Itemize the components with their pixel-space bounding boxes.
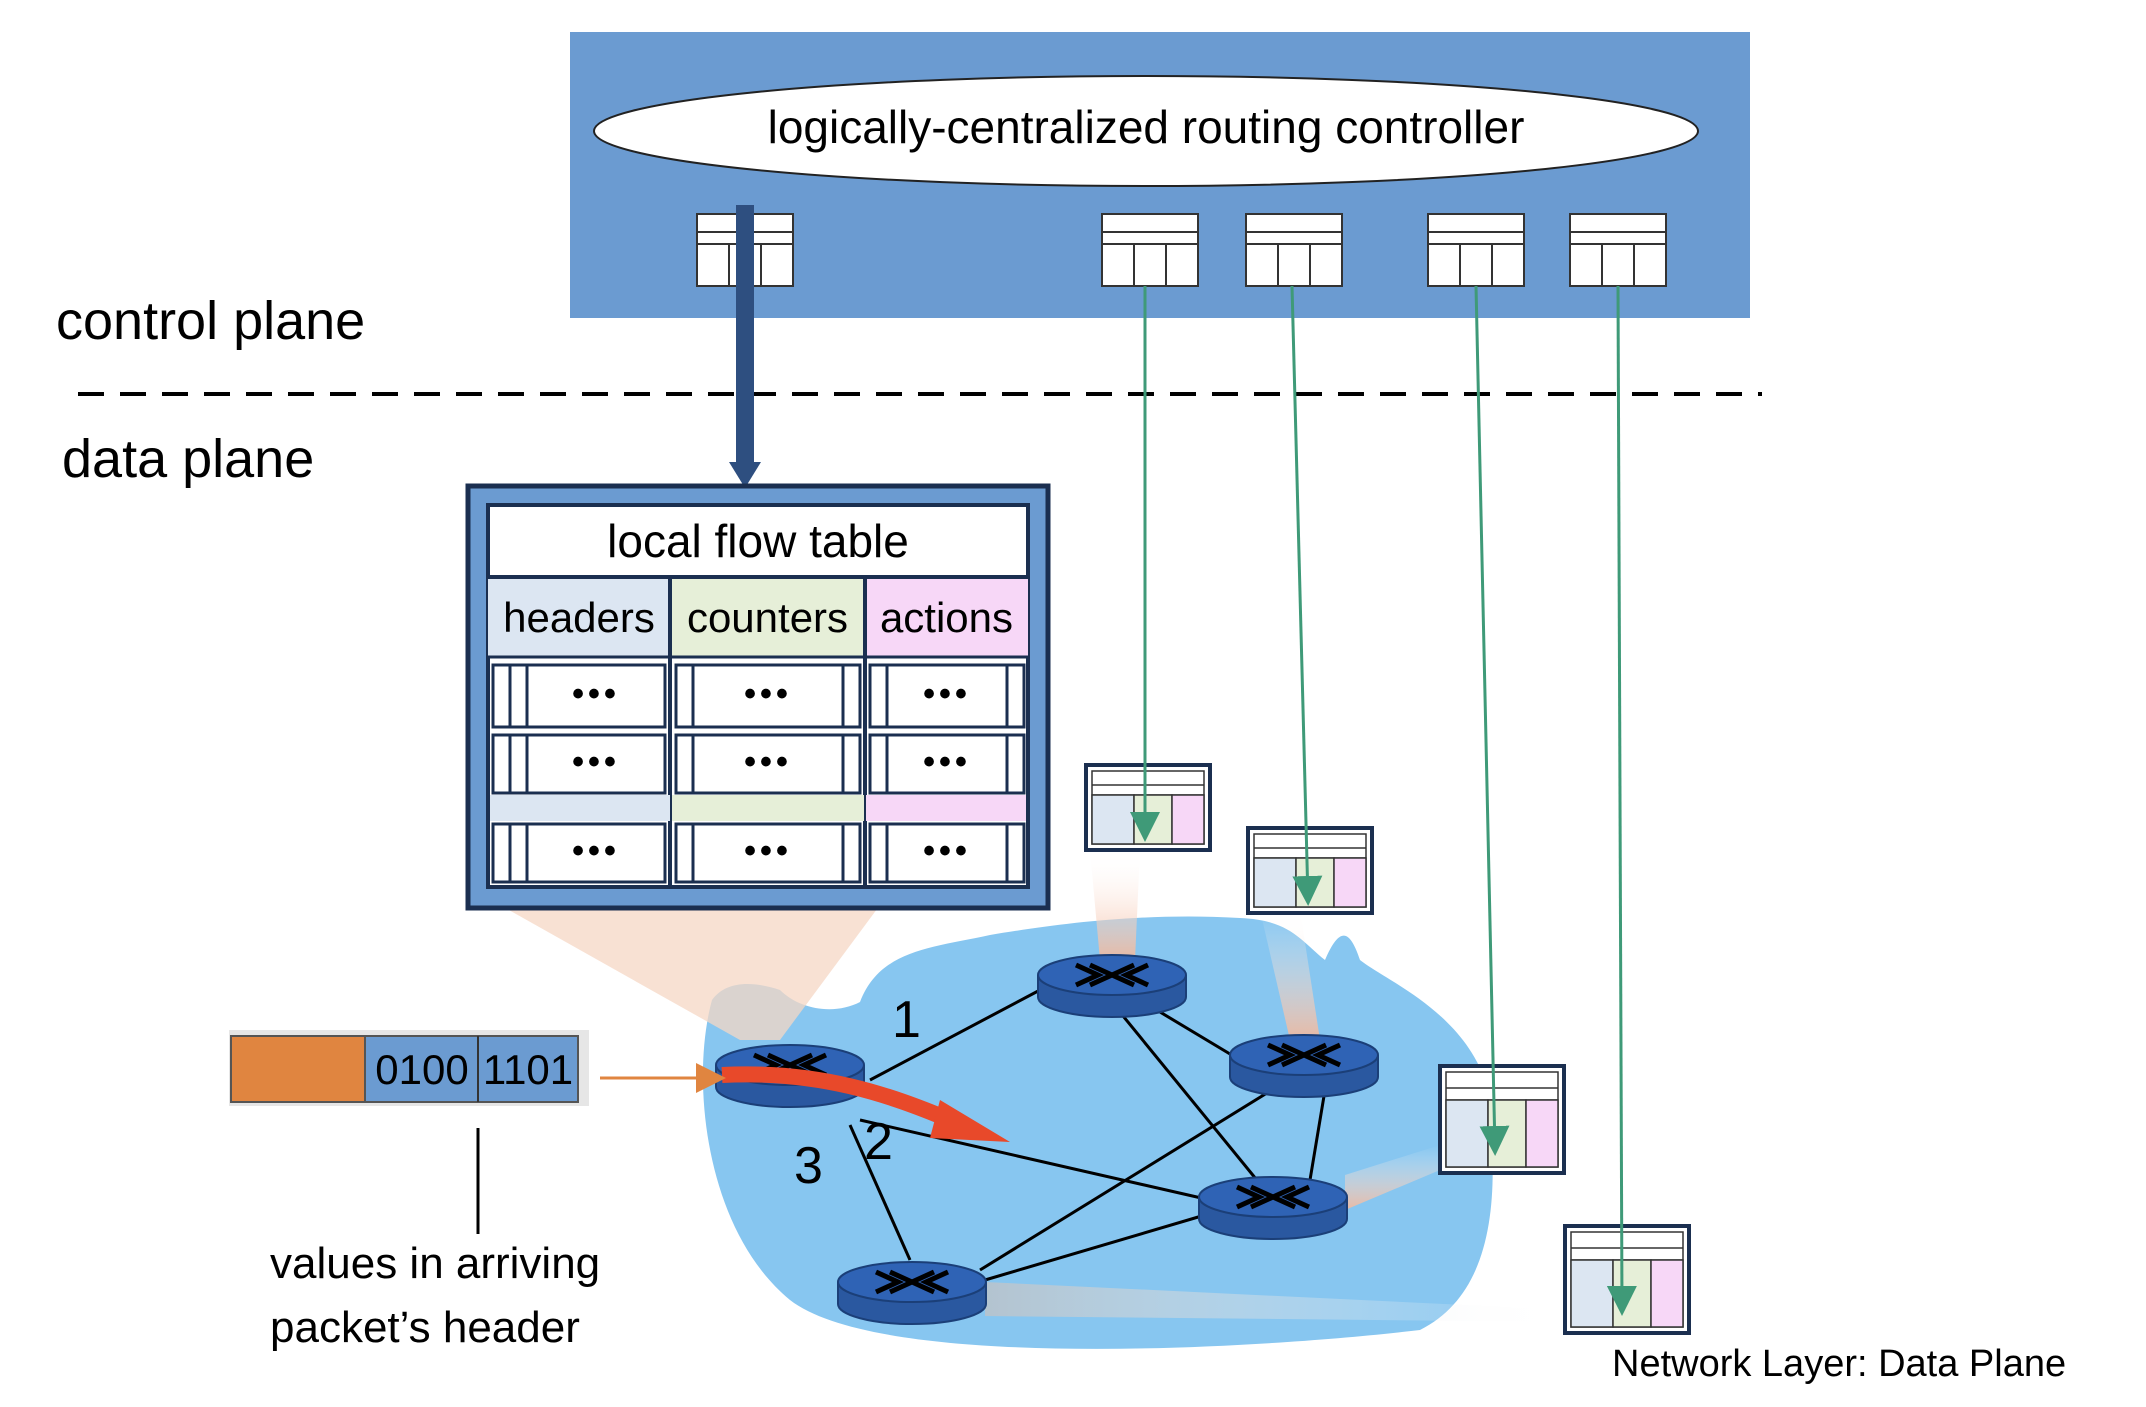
network-links (848, 988, 1327, 1282)
controller-table-icon (1427, 213, 1525, 287)
forwarding-arrowhead (930, 1100, 1010, 1142)
packet-field: 0100 (375, 1046, 469, 1093)
port-label-1: 1 (892, 991, 921, 1049)
flow-table-cell: ••• (572, 832, 620, 870)
router-icon (1037, 954, 1187, 1018)
table-beam (1090, 850, 1140, 960)
headers-column-header: headers (503, 594, 655, 641)
router-flow-table-icon (1246, 826, 1374, 915)
controller-table-icon (1245, 213, 1343, 287)
controller-ellipse (593, 75, 1699, 187)
flow-table-cell: ••• (744, 832, 792, 870)
router-icon (1229, 1034, 1379, 1098)
flow-table-cell: ••• (572, 675, 620, 713)
slide-footer: Network Layer: Data Plane (1612, 1343, 2067, 1385)
data-plane-label: data plane (62, 429, 315, 489)
forwarding-arrow (721, 1066, 954, 1128)
actions-column-header: actions (879, 594, 1014, 641)
counters-column-header: counters (686, 594, 849, 641)
controller-table-icon (1101, 213, 1199, 287)
table-beam (1345, 1145, 1440, 1210)
router-flow-table-icon (1563, 1224, 1691, 1335)
router-icon (837, 1261, 987, 1325)
router-icon (1198, 1176, 1348, 1240)
packet-note-line: values in arriving (270, 1239, 601, 1288)
table-beam (985, 1282, 1570, 1322)
flow-table-beam (500, 905, 880, 1040)
flow-table-cell: ••• (744, 743, 792, 781)
flow-table-cell: ••• (923, 743, 971, 781)
controller-to-router-arrows (1130, 285, 1637, 1316)
packet (229, 1030, 589, 1106)
table-beam (1260, 910, 1320, 1040)
port-label-3: 3 (794, 1137, 823, 1195)
router-flow-table-icon (1438, 1064, 1566, 1175)
port-label-2: 2 (864, 1113, 893, 1171)
packet-field: 1101 (482, 1046, 574, 1093)
flow-table-title: local flow table (607, 515, 909, 567)
router-flow-table-icon (1084, 763, 1212, 852)
controller-label: logically-centralized routing controller (767, 101, 1525, 153)
controller-to-flow-table-arrowhead (729, 462, 761, 488)
control-plane-label: control plane (56, 291, 366, 351)
flow-table-cell: ••• (923, 675, 971, 713)
packet-note-line: packet’s header (270, 1303, 580, 1352)
controller-table-icon (1569, 213, 1667, 287)
flow-table-cell: ••• (572, 743, 620, 781)
local-flow-table (465, 483, 1051, 911)
flow-table-cell: ••• (923, 832, 971, 870)
flow-table-cell: ••• (744, 675, 792, 713)
